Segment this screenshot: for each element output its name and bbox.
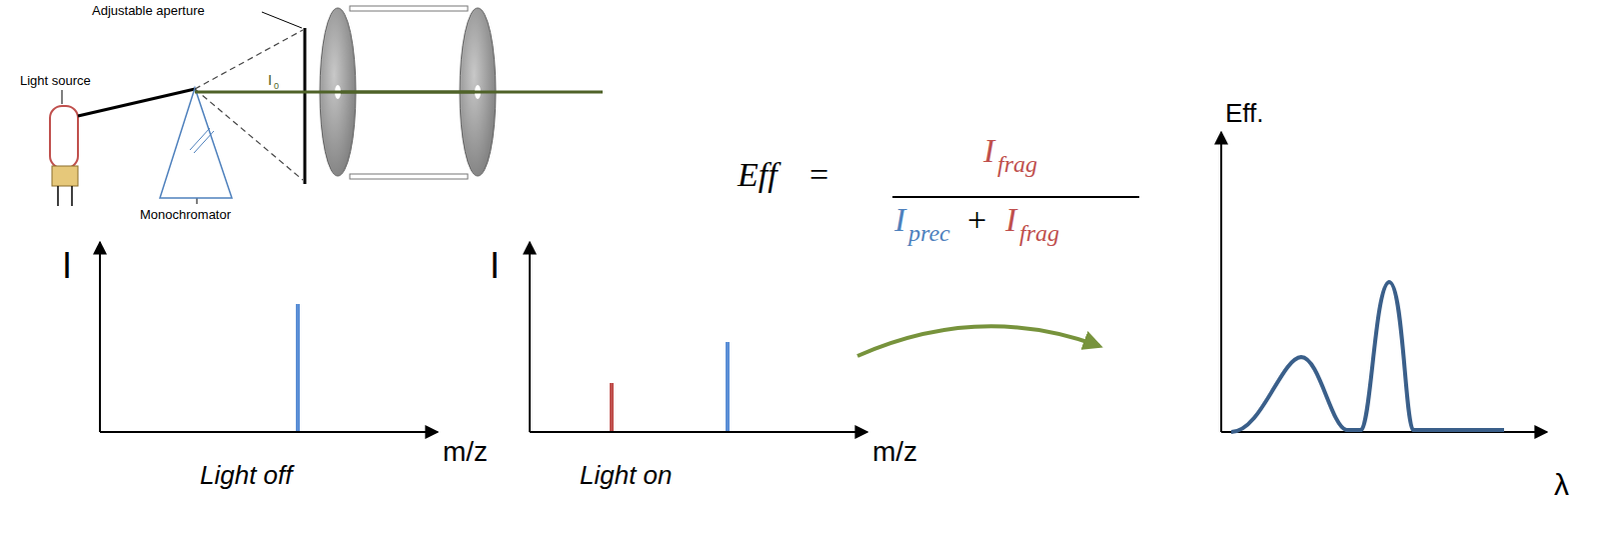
fragment-peak — [609, 382, 614, 431]
rod — [349, 5, 468, 11]
prism-mark — [193, 130, 214, 153]
chart-caption: Light on — [579, 461, 673, 488]
precursor-peak — [295, 303, 300, 431]
axis-label: Eff. — [1225, 99, 1265, 126]
part-name: Light source — [19, 73, 91, 87]
bulb-base — [51, 165, 78, 186]
dispersed-ray — [194, 29, 303, 89]
formula-text: + — [967, 202, 987, 237]
axis — [1220, 131, 1223, 432]
formula-text: = — [809, 157, 829, 192]
formula-text: I — [1005, 202, 1017, 237]
axis-label: I — [489, 247, 500, 284]
leader-line — [261, 11, 302, 28]
axis — [528, 241, 531, 432]
axis-label: m/z — [872, 437, 918, 466]
light-ray — [77, 88, 195, 116]
beam — [194, 90, 603, 94]
formula-text: Eff — [737, 157, 778, 192]
formula-text: I — [983, 133, 995, 168]
formula-subscript: prec — [908, 220, 951, 245]
dispersed-ray — [194, 88, 303, 180]
axis-label: λ — [1554, 469, 1570, 500]
formula-subscript: frag — [1019, 220, 1060, 245]
formula-text: I — [894, 202, 906, 237]
axis — [98, 241, 101, 432]
chart-caption: Light off — [199, 461, 293, 488]
efficiency-curve — [1231, 281, 1505, 432]
transform-arrow — [857, 325, 1100, 356]
axis — [529, 430, 868, 433]
pin — [70, 185, 73, 206]
pin — [56, 185, 59, 206]
bulb — [49, 105, 78, 168]
part-name: Adjustable aperture — [91, 3, 205, 17]
precursor-peak — [725, 341, 730, 431]
axis-label: I — [61, 247, 72, 284]
fraction-bar — [892, 195, 1140, 198]
formula-subscript: frag — [997, 151, 1038, 176]
beam-symbol: I — [267, 71, 272, 87]
beam-subscript: 0 — [273, 81, 279, 91]
rod — [349, 173, 468, 179]
aperture — [303, 27, 307, 184]
part-name: Monochromator — [139, 207, 231, 221]
leader-line — [61, 89, 63, 104]
prism — [159, 87, 232, 198]
axis — [99, 430, 438, 433]
axis-label: m/z — [442, 437, 488, 466]
beam — [334, 90, 481, 94]
